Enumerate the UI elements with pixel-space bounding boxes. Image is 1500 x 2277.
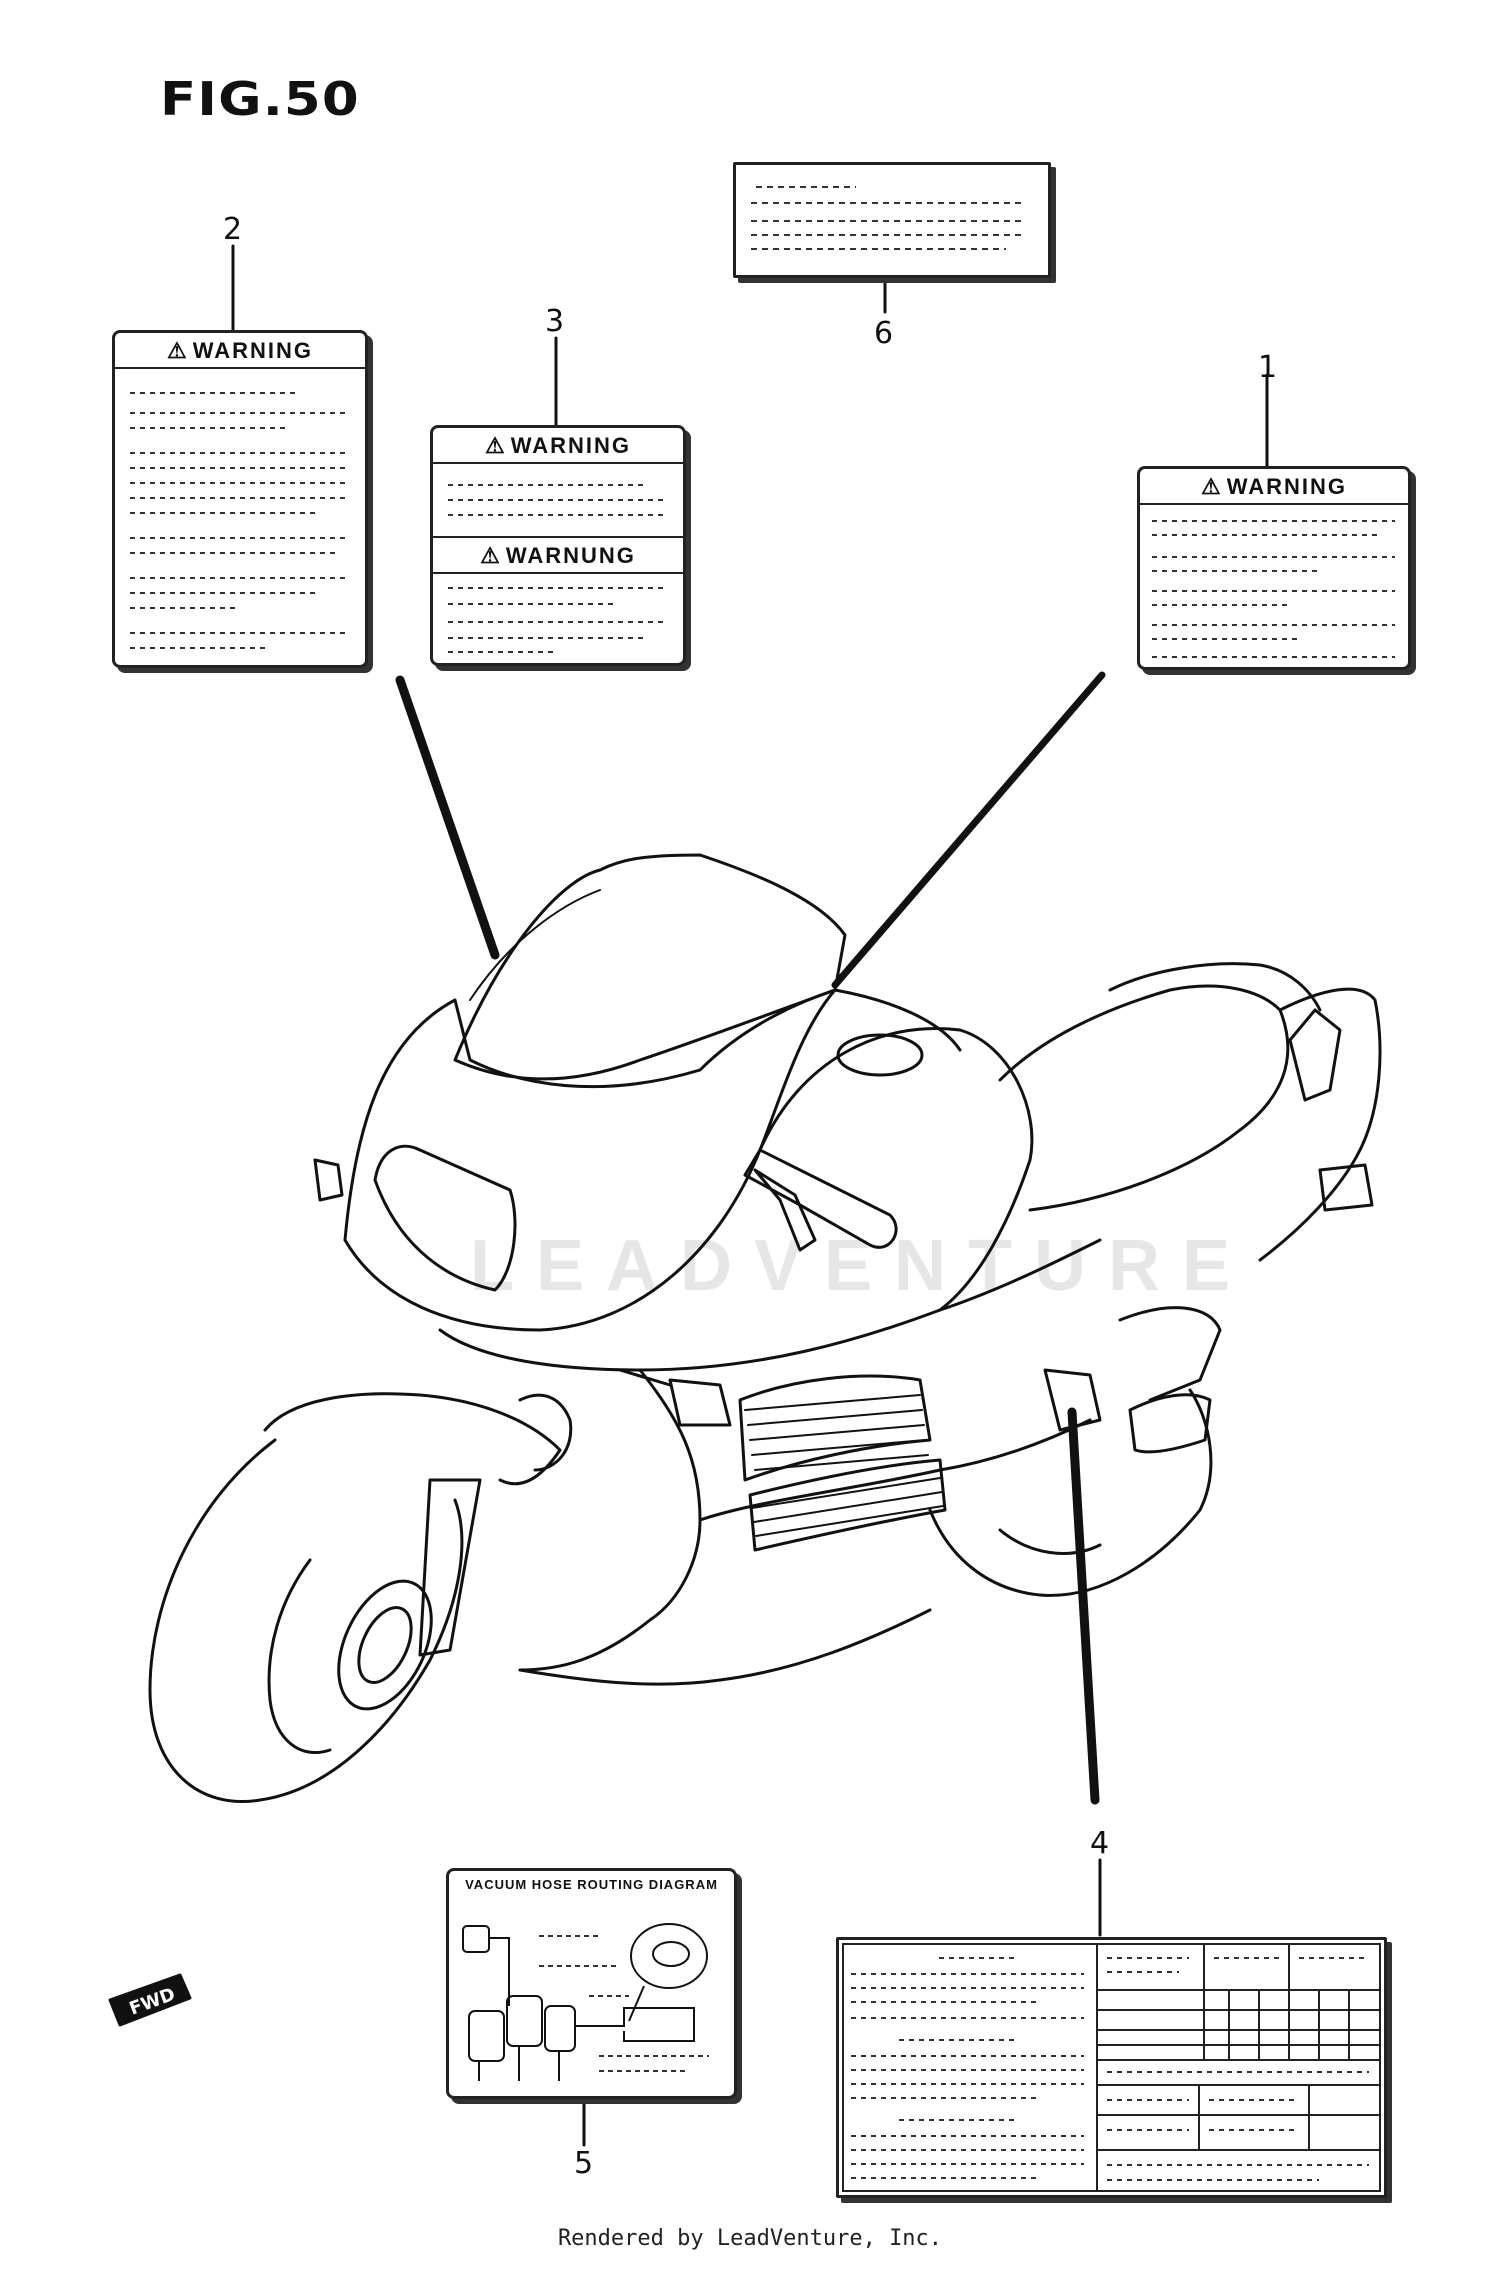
label-4: [836, 1937, 1387, 2198]
warning-triangle-icon: ⚠: [484, 433, 507, 458]
vacuum-hose-schematic: [462, 1923, 709, 2081]
label-5-heading: VACUUM HOSE ROUTING DIAGRAM: [465, 1877, 718, 1892]
rear-indicator: [1318, 1163, 1374, 1212]
windscreen: [453, 853, 847, 1081]
label-3-top-text-lines: [448, 484, 663, 516]
label-3: ⚠WARNING ⚠WARNUNG: [430, 425, 686, 666]
label-3-heading-top: ⚠WARNING: [433, 428, 683, 464]
label-2: ⚠WARNING: [112, 330, 368, 668]
fairing-vent-lower: [748, 1458, 947, 1552]
mirror: [668, 1378, 732, 1427]
callout-1: 1: [1258, 350, 1278, 385]
label-3-heading-bottom: ⚠WARNUNG: [433, 536, 683, 574]
label-1-heading-text: WARNING: [1226, 474, 1348, 499]
label-5: VACUUM HOSE ROUTING DIAGRAM: [446, 1868, 737, 2099]
headlight-left: [373, 1144, 517, 1292]
callout-3: 3: [545, 304, 565, 339]
seat: [998, 984, 1290, 1212]
pointer-label-2: [395, 675, 500, 960]
label-2-heading: ⚠WARNING: [115, 333, 365, 369]
label-2-heading-text: WARNING: [192, 338, 314, 363]
fwd-arrow-badge: [108, 1973, 192, 2027]
warning-triangle-icon: ⚠: [480, 543, 502, 568]
front-hub: [337, 1579, 433, 1711]
callout-4: 4: [1090, 1826, 1110, 1861]
figure-title: FIG.50: [160, 72, 360, 126]
callout-6: 6: [874, 316, 894, 351]
label-1-text-lines: [1152, 520, 1395, 658]
front-fork: [418, 1478, 482, 1657]
label-4-table: [842, 1943, 1381, 2192]
label-1-heading: ⚠WARNING: [1140, 469, 1408, 505]
callout-2: 2: [223, 212, 243, 247]
label-2-text-lines: [130, 392, 345, 649]
warning-triangle-icon: ⚠: [166, 338, 189, 363]
pointer-label-4: [1067, 1407, 1100, 1805]
fairing-vent-upper: [738, 1374, 932, 1482]
rear-wheel: [928, 1388, 1213, 1597]
front-wheel: [148, 1438, 464, 1803]
frame-label-spot: [1043, 1368, 1102, 1432]
fuel-tank: [758, 1027, 1034, 1312]
callout-5: 5: [574, 2146, 594, 2181]
fuel-cap: [836, 1033, 924, 1077]
label-6: [733, 162, 1051, 278]
watermark: LEADVENTURE: [470, 1226, 1253, 1306]
label-3-bottom-text-lines: [448, 587, 663, 653]
label-1: ⚠WARNING: [1137, 466, 1411, 670]
label-6-text-lines: [751, 186, 1026, 250]
pointer-label-1: [831, 671, 1106, 989]
warning-triangle-icon: ⚠: [1200, 474, 1223, 499]
footer-credit: Rendered by LeadVenture, Inc.: [557, 2226, 943, 2251]
tail-section: [1258, 987, 1382, 1262]
label-3-heading-top-text: WARNING: [510, 433, 632, 458]
label-3-heading-bottom-text: WARNUNG: [505, 543, 636, 568]
lower-fairing: [518, 1368, 702, 1672]
front-fender: [263, 1392, 562, 1486]
